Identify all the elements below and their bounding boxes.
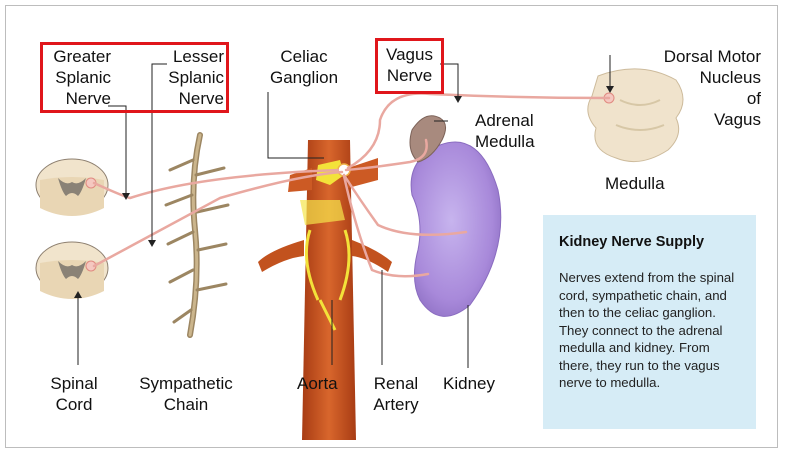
spinal-cord-section-lower bbox=[35, 241, 109, 299]
label-celiac-ganglion: Celiac Ganglion bbox=[269, 47, 339, 87]
highlight-box-splanic-nerves bbox=[40, 42, 229, 113]
label-adrenal-medulla: Adrenal Medulla bbox=[475, 111, 535, 151]
label-spinal-cord: Spinal Cord bbox=[50, 374, 98, 414]
label-renal-artery: Renal Artery bbox=[373, 374, 419, 414]
label-aorta: Aorta bbox=[297, 374, 338, 393]
label-dorsal-motor-nucleus-of-vagus: Dorsal Motor Nucleus of Vagus bbox=[663, 47, 761, 129]
label-greater-splanic-nerve: Greater Splanic Nerve bbox=[53, 47, 111, 108]
arrowheads bbox=[74, 86, 614, 298]
adrenal-medulla bbox=[409, 115, 446, 163]
info-title: Kidney Nerve Supply bbox=[559, 234, 705, 250]
info-body: Nerves extend from the spinal cord, symp… bbox=[559, 270, 735, 390]
info-box: Kidney Nerve Supply Nerves extend from t… bbox=[543, 215, 756, 429]
celiac-ganglion bbox=[300, 160, 351, 331]
sympathetic-chain bbox=[164, 132, 230, 338]
highlight-box-vagus-nerve bbox=[375, 38, 444, 94]
label-pointers bbox=[77, 55, 611, 368]
spinal-cord-section-upper bbox=[35, 158, 109, 216]
label-vagus-nerve: Vagus Nerve bbox=[386, 45, 433, 85]
label-lesser-splanic-nerve: Lesser Splanic Nerve bbox=[168, 47, 224, 108]
label-medulla: Medulla bbox=[605, 174, 665, 193]
label-kidney: Kidney bbox=[443, 374, 495, 393]
medulla bbox=[587, 68, 684, 163]
label-sympathetic-chain: Sympathetic Chain bbox=[139, 374, 233, 414]
kidney bbox=[410, 141, 502, 317]
